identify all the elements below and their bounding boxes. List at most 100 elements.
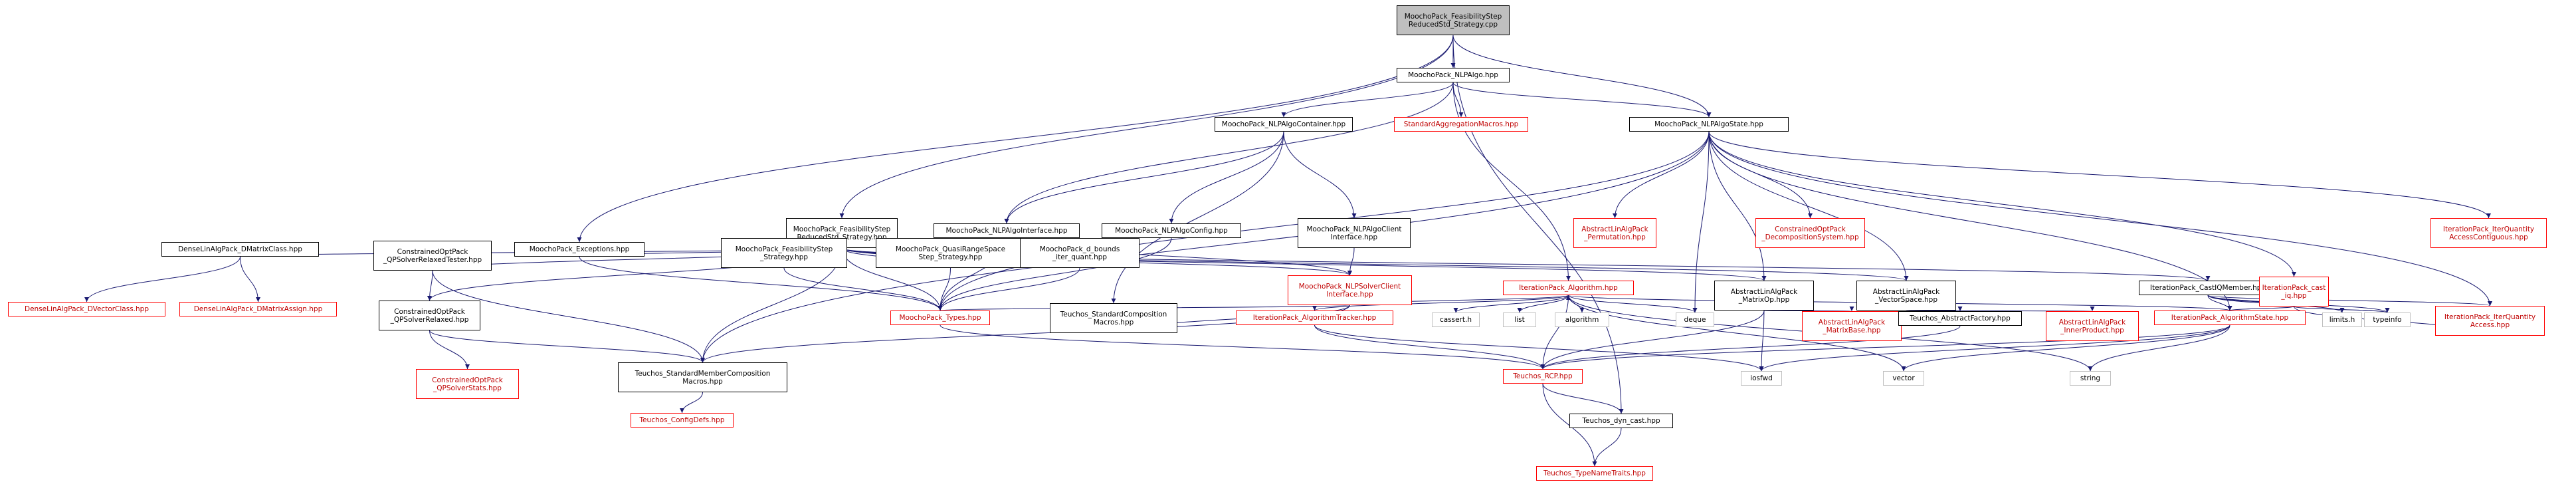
edge-cast_iq-to-algostate	[2227, 305, 2294, 311]
edge-rcp-to-dyncast	[1542, 383, 1624, 414]
node-cassert[interactable]: cassert.h	[1432, 312, 1480, 327]
node-dmatrixassign[interactable]: DenseLinAlgPack_DMatrixAssign.hpp	[179, 302, 337, 316]
edge-algorithm-to-list	[1517, 295, 1569, 313]
edge-fsstrat-to-types	[783, 267, 943, 311]
edge-root-to-dyncast	[1452, 35, 1624, 414]
edge-nlpalgostate-to-cast_iq	[1708, 131, 2296, 277]
edge-nlpalgostate-to-stdmember	[700, 131, 1710, 363]
node-iterquantity-access-contiguous[interactable]: IterationPack_IterQuantity AccessContigu…	[2430, 218, 2547, 248]
edge-algostate-to-rcp	[1540, 324, 2230, 370]
edge-nlpalgo-to-nlpalgostate	[1452, 82, 1712, 118]
node-nlpalgoclient-interface[interactable]: MoochoPack_NLPAlgoClient Interface.hpp	[1298, 218, 1411, 248]
node-iterquantity-access[interactable]: IterationPack_IterQuantity Access.hpp	[2435, 306, 2545, 336]
edge-nlpalgo-to-nlpalgocontainer	[1281, 82, 1454, 118]
edge-rcp-to-typenametraits	[1542, 383, 1597, 467]
edge-fshpp-to-stdmember	[700, 247, 842, 363]
node-matrixop[interactable]: AbstractLinAlgPack _MatrixOp.hpp	[1714, 281, 1814, 311]
edge-nlpalgoconfig-to-types	[938, 237, 1172, 311]
node-nlpalgo[interactable]: MoochoPack_NLPAlgo.hpp	[1397, 68, 1510, 82]
node-permutation[interactable]: AbstractLinAlgPack _Permutation.hpp	[1573, 218, 1656, 248]
edge-root-to-fshpp	[839, 35, 1454, 219]
edge-nlpalgostate-to-deque	[1692, 131, 1710, 313]
edge-algostate-to-iosfwd	[1759, 324, 2230, 372]
edge-nlpalgocontainer-to-nlpalgoclient	[1283, 131, 1357, 219]
edge-absfactory-to-rcp	[1540, 325, 1961, 370]
edge-root-to-exceptions	[577, 35, 1454, 243]
edge-cast_iq-to-typeinfo	[2294, 306, 2390, 313]
edge-tracker-to-rcp	[1314, 324, 1545, 370]
node-vector[interactable]: vector	[1883, 371, 1924, 386]
edge-algostate-to-vector	[1901, 324, 2230, 372]
node-typeinfo[interactable]: typeinfo	[2364, 312, 2411, 327]
node-standard-member-composition-macros[interactable]: Teuchos_StandardMemberComposition Macros…	[618, 362, 787, 392]
edge-algorithm-to-tracker	[1312, 295, 1569, 311]
node-deque[interactable]: deque	[1676, 312, 1714, 327]
node-cast-iq[interactable]: IterationPack_cast _iq.hpp	[2259, 277, 2329, 307]
edge-qpsrt-to-qpsr	[427, 270, 433, 301]
node-dmatrixclass[interactable]: DenseLinAlgPack_DMatrixClass.hpp	[161, 242, 319, 257]
node-d-bounds-iter-quant[interactable]: MoochoPack_d_bounds _iter_quant.hpp	[1020, 238, 1139, 268]
node-teuchos-rcp[interactable]: Teuchos_RCP.hpp	[1503, 369, 1583, 384]
node-inner-product[interactable]: AbstractLinAlgPack _InnerProduct.hpp	[2046, 311, 2139, 341]
node-type-name-traits[interactable]: Teuchos_TypeNameTraits.hpp	[1536, 466, 1653, 481]
node-config-defs[interactable]: Teuchos_ConfigDefs.hpp	[631, 413, 734, 428]
edge-nlpalgostate-to-algostate	[1708, 131, 2232, 311]
node-moochopack-types[interactable]: MoochoPack_Types.hpp	[890, 311, 990, 325]
edge-algorithm-to-cassert	[1453, 295, 1569, 313]
node-nlpalgocontainer[interactable]: MoochoPack_NLPAlgoContainer.hpp	[1215, 117, 1353, 132]
node-abstract-factory[interactable]: Teuchos_AbstractFactory.hpp	[1898, 311, 2022, 326]
edge-algorithm-to-deque	[1568, 295, 1698, 313]
edge-nlpalgocontainer-to-stdcomp	[1111, 131, 1284, 304]
node-castiqmember[interactable]: IterationPack_CastIQMember.hpp	[2139, 281, 2277, 295]
edge-root-to-nlpalgostate	[1452, 35, 1712, 118]
node-limits[interactable]: limits.h	[2322, 312, 2362, 327]
node-algorithm-tracker[interactable]: IterationPack_AlgorithmTracker.hpp	[1236, 311, 1393, 325]
node-standard-composition-macros[interactable]: Teuchos_StandardComposition Macros.hpp	[1050, 303, 1177, 333]
edge-exceptions-to-types	[579, 256, 943, 311]
node-qpsolver-relaxed[interactable]: ConstrainedOptPack _QPSolverRelaxed.hpp	[379, 301, 480, 330]
edge-nlpalgocontainer-to-nlpalgointerface	[1004, 131, 1284, 224]
edge-qpsr-to-stdmember	[429, 330, 705, 363]
node-qpsolver-stats[interactable]: ConstrainedOptPack _QPSolverStats.hpp	[416, 369, 519, 399]
node-matrixbase[interactable]: AbstractLinAlgPack _MatrixBase.hpp	[1802, 311, 1902, 341]
edge-nlpalgostate-to-vectorspace	[1708, 131, 1909, 281]
node-quasi-range-space[interactable]: MoochoPack_QuasiRangeSpace Step_Strategy…	[876, 238, 1025, 268]
node-iosfwd[interactable]: iosfwd	[1741, 371, 1782, 386]
edge-matrixop-to-iosfwd	[1759, 310, 1765, 372]
edge-nlpalgostate-to-iqac	[1708, 131, 2491, 219]
node-qpsolver-relaxed-tester[interactable]: ConstrainedOptPack _QPSolverRelaxedTeste…	[373, 241, 492, 271]
edge-nlpalgocontainer-to-nlpalgoconfig	[1169, 131, 1284, 224]
edge-algorithm-to-rcp	[1540, 295, 1569, 370]
node-standard-aggregation-macros[interactable]: StandardAggregationMacros.hpp	[1394, 117, 1528, 132]
edge-castiq-to-iqa	[2207, 295, 2492, 307]
node-nlpsolverclient-interface[interactable]: MoochoPack_NLPSolverClient Interface.hpp	[1288, 275, 1412, 305]
edge-tracker-to-iosfwd	[1314, 324, 1764, 372]
node-nlpalgostate[interactable]: MoochoPack_NLPAlgoState.hpp	[1629, 117, 1789, 132]
edge-qpsr-to-qpstats	[429, 330, 470, 370]
node-nlpalgoconfig[interactable]: MoochoPack_NLPAlgoConfig.hpp	[1102, 223, 1241, 238]
edge-types-to-rcp	[940, 324, 1545, 370]
node-algorithm-std[interactable]: algorithm	[1555, 312, 1609, 327]
node-vectorspace[interactable]: AbstractLinAlgPack _VectorSpace.hpp	[1856, 281, 1956, 311]
node-algorithm-state[interactable]: IterationPack_AlgorithmState.hpp	[2154, 311, 2306, 325]
edge-dmatrixclass-to-dmatrixassign	[240, 256, 260, 303]
edge-nlpalgoclient-to-nlpsolverclient	[1347, 247, 1355, 276]
node-dvectorclass[interactable]: DenseLinAlgPack_DVectorClass.hpp	[8, 302, 165, 316]
node-decomposition-system[interactable]: ConstrainedOptPack _DecompositionSystem.…	[1755, 218, 1865, 248]
node-feasibility-step-strategy[interactable]: MoochoPack_FeasibilityStep _Strategy.hpp	[721, 238, 847, 268]
node-nlpalgointerface[interactable]: MoochoPack_NLPAlgoInterface.hpp	[934, 223, 1080, 238]
node-exceptions[interactable]: MoochoPack_Exceptions.hpp	[514, 242, 644, 257]
node-string[interactable]: string	[2070, 371, 2111, 386]
node-root-cpp[interactable]: MoochoPack_FeasibilityStep ReducedStd_St…	[1397, 5, 1510, 35]
edge-algorithm-to-vector	[1568, 295, 1906, 372]
node-dyn-cast[interactable]: Teuchos_dyn_cast.hpp	[1569, 414, 1673, 428]
edge-qrange-to-types	[938, 267, 951, 311]
edge-nlpalgo-to-algorithm	[1452, 82, 1571, 281]
edge-nlpalgostate-to-iqa	[1708, 131, 2492, 307]
edge-algostate-to-string	[2088, 324, 2230, 372]
edge-dmatrixclass-to-dvectorclass	[84, 256, 241, 303]
edge-dbounds-to-types	[938, 267, 1080, 311]
node-iterationpack-algorithm[interactable]: IterationPack_Algorithm.hpp	[1503, 281, 1634, 295]
edge-nlpalgostate-to-perm	[1613, 131, 1710, 219]
node-list[interactable]: list	[1503, 312, 1536, 327]
